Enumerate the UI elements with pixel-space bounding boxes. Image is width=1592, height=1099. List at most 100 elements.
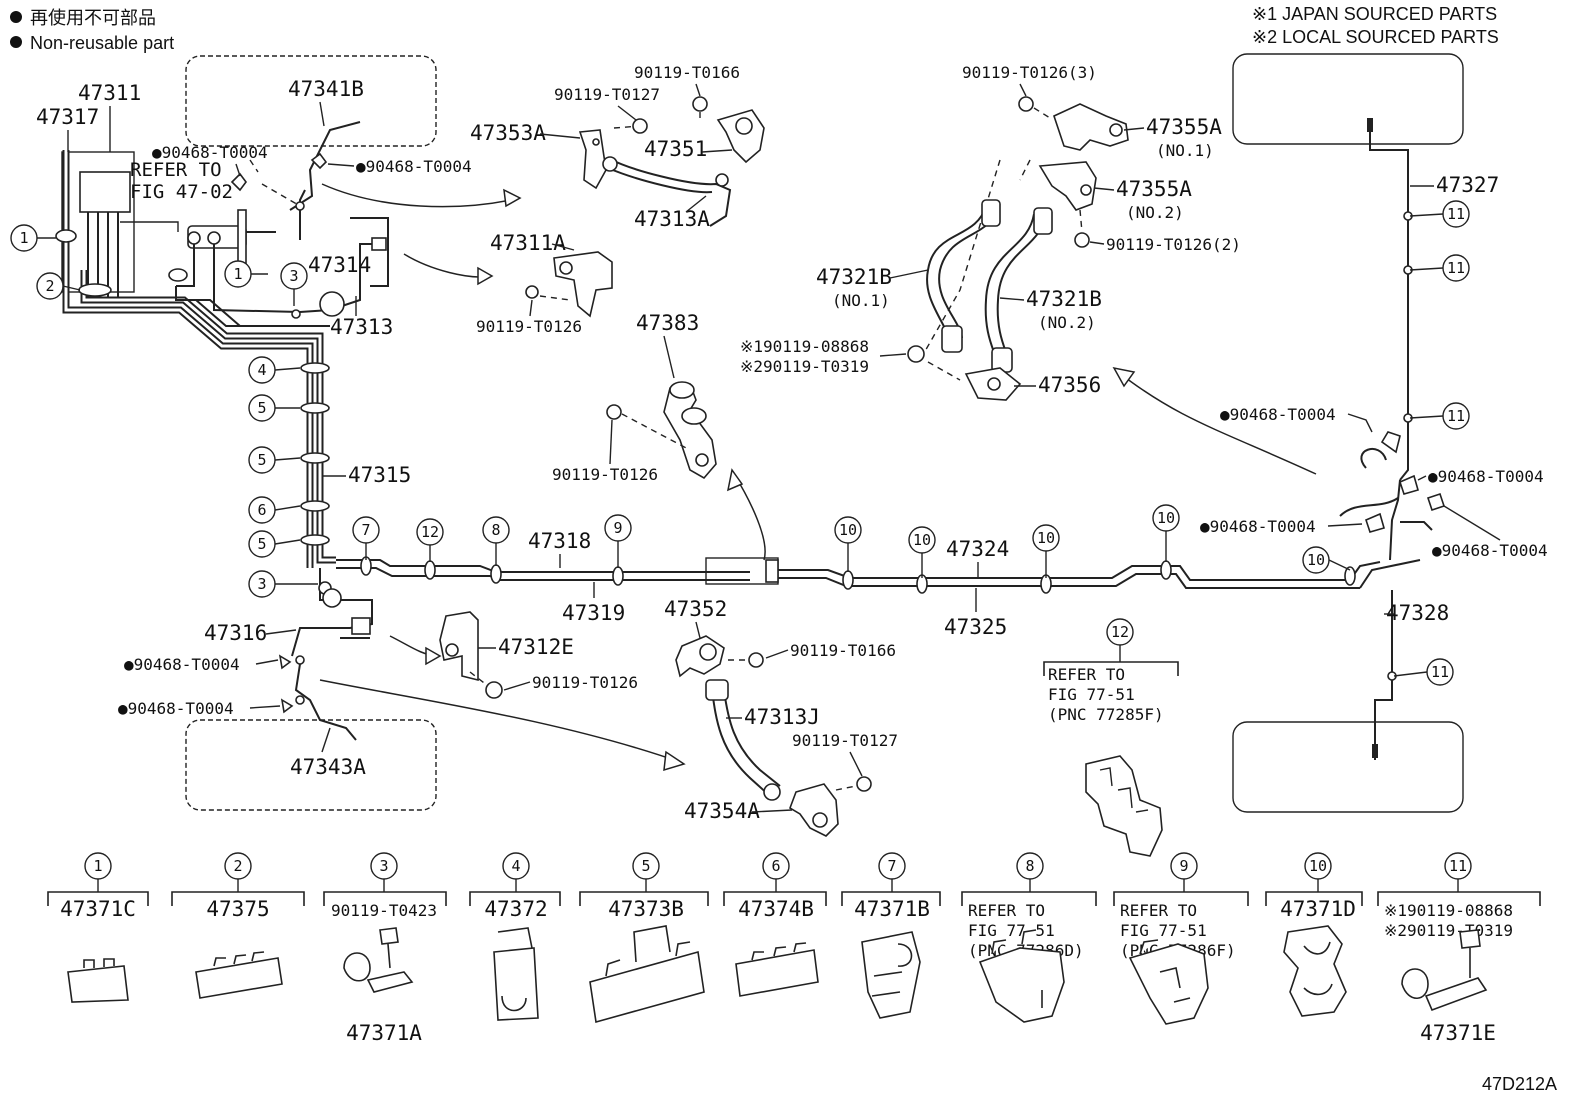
- label-bolt-e: ●90468-T0004: [1200, 517, 1316, 536]
- label-90119-T0126-3: 90119-T0126(3): [962, 63, 1097, 82]
- label-47356: 47356: [1038, 373, 1101, 397]
- label-47313: 47313: [330, 315, 393, 339]
- label-47341B: 47341B: [288, 77, 364, 101]
- legend-label: 47372: [484, 897, 547, 921]
- svg-text:1: 1: [233, 265, 242, 283]
- callout-12: 12: [1106, 618, 1134, 646]
- master-cylinder-area: [61, 151, 276, 300]
- svg-text:3: 3: [289, 267, 298, 285]
- label-47318: 47318: [528, 529, 591, 553]
- svg-text:5: 5: [257, 535, 266, 553]
- legend-label: ※290119-T0319: [1384, 921, 1513, 940]
- label-47319: 47319: [562, 601, 625, 625]
- pipe-47327-47328: [1339, 118, 1446, 760]
- label-j2-T0319-a: ※290119-T0319: [740, 357, 869, 376]
- label-47314: 47314: [308, 253, 371, 277]
- legend-sub-label: 47371E: [1420, 1021, 1496, 1045]
- clip-icon: [493, 927, 539, 1021]
- label-47351: 47351: [644, 137, 707, 161]
- label-bolt-c: ●90468-T0004: [1220, 405, 1336, 424]
- label-47316: 47316: [204, 621, 267, 645]
- clip-icon: [1401, 929, 1488, 1012]
- label-47355A-1: 47355A: [1146, 115, 1222, 139]
- pipe-47316: [278, 568, 373, 741]
- label-refer-to-12: REFER TO: [1048, 665, 1125, 684]
- frame-front-right: [1232, 53, 1464, 145]
- label-47383: 47383: [636, 311, 699, 335]
- label-47313J: 47313J: [744, 705, 820, 729]
- header-notes: 再使用不可部品 Non-reusable part ※1 JAPAN SOURC…: [10, 4, 1557, 1094]
- callout-5: 5: [248, 394, 276, 422]
- bracket-47312E: [439, 611, 503, 699]
- part-labels: 47311 47317 47341B REFER TO FIG 47-02 ●9…: [36, 63, 1548, 823]
- svg-text:4: 4: [257, 361, 266, 379]
- label-refer-to-a: REFER TO: [130, 159, 222, 181]
- label-bolt-b: ●90468-T0004: [356, 157, 472, 176]
- callout-7: 7: [352, 516, 380, 544]
- label-bolt-h: ●90468-T0004: [118, 699, 234, 718]
- svg-text:9: 9: [613, 519, 622, 537]
- abs-block: [79, 171, 131, 213]
- clip-icon: [589, 925, 705, 1024]
- svg-text:2: 2: [45, 277, 54, 295]
- callout-11: 11: [1442, 200, 1470, 228]
- legend-label: 90119-T0423: [331, 901, 437, 920]
- diagram-callouts: 1 1 2 3 4 5 5 6 5 3 7 12 8 9 10 10 10 10…: [10, 200, 1470, 686]
- svg-text:6: 6: [257, 501, 266, 519]
- legend-number: 6: [771, 857, 780, 875]
- legend-label: 47375: [206, 897, 269, 921]
- label-47355A-no1: (NO.1): [1156, 141, 1214, 160]
- callout-3: 3: [248, 570, 276, 598]
- frame-47341B: [185, 55, 437, 147]
- callout-5: 5: [248, 446, 276, 474]
- svg-text:10: 10: [913, 531, 931, 549]
- legend-item-7: 7 47371B: [841, 852, 941, 1019]
- legend-number: 10: [1309, 857, 1327, 875]
- callout-4: 4: [248, 356, 276, 384]
- legend-label: 47373B: [608, 897, 684, 921]
- label-bolt-f: ●90468-T0004: [1432, 541, 1548, 560]
- legend-number: 1: [93, 857, 102, 875]
- reference-frames: [185, 53, 1464, 813]
- master-cylinder-port: [207, 231, 221, 245]
- svg-text:7: 7: [361, 521, 370, 539]
- callout-8: 8: [482, 516, 510, 544]
- master-cylinder-flange: [237, 209, 247, 267]
- clip-12-illustration: [1085, 755, 1163, 857]
- label-90119-T0127-b: 90119-T0127: [792, 731, 898, 750]
- legend-number: 7: [887, 857, 896, 875]
- callout-10: 10: [1152, 504, 1180, 532]
- svg-text:11: 11: [1431, 663, 1449, 681]
- svg-text:10: 10: [1157, 509, 1175, 527]
- label-90119-T0166-a: 90119-T0166: [634, 63, 740, 82]
- refer-leader: [120, 221, 179, 232]
- callout-10: 10: [1032, 524, 1060, 552]
- frame-47343A: [185, 719, 437, 811]
- svg-text:10: 10: [839, 521, 857, 539]
- bracket-47383: [606, 381, 717, 480]
- frame-rear-right: [1232, 721, 1464, 813]
- svg-text:11: 11: [1447, 205, 1465, 223]
- callout-10: 10: [1302, 546, 1330, 574]
- block-outlet-pipes: [87, 212, 119, 300]
- clip-icon: [343, 927, 414, 993]
- legend-label: REFER TO: [968, 901, 1045, 920]
- guide-arrows: [319, 183, 1317, 772]
- label-47313A: 47313A: [634, 207, 710, 231]
- clip-icon: [67, 958, 129, 1003]
- legend-number: 5: [641, 857, 650, 875]
- label-47355A-no2: (NO.2): [1126, 203, 1184, 222]
- callout-10: 10: [908, 526, 936, 554]
- callout-6: 6: [248, 496, 276, 524]
- svg-text:10: 10: [1307, 551, 1325, 569]
- label-j1-08868-a: ※190119-08868: [740, 337, 869, 356]
- clip-icon: [1128, 939, 1209, 1025]
- legend-label: 47371B: [854, 897, 930, 921]
- clip-icon: [978, 929, 1065, 1023]
- legend-number: 3: [379, 857, 388, 875]
- label-47321B-1: 47321B: [816, 265, 892, 289]
